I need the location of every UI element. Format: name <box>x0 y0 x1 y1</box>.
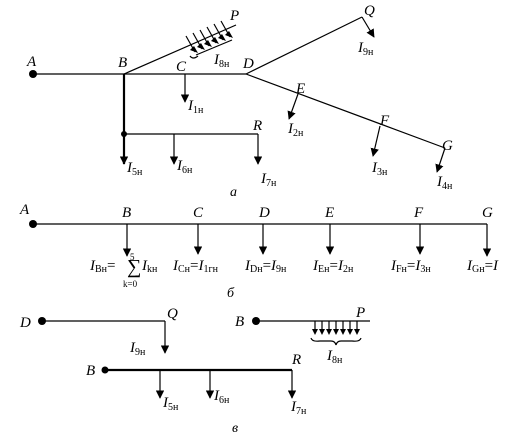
formula-e: IЕн=I2н <box>312 258 354 275</box>
formula-g: IGн=I <box>466 258 499 275</box>
arrow-i4-a <box>435 147 446 173</box>
diagram-c: D Q I9н B P I8н B R <box>19 305 370 436</box>
caption-c: в <box>232 421 238 436</box>
label-f: F <box>379 113 390 129</box>
caption-a: а <box>230 185 237 200</box>
formula-d: IDн=I9н <box>244 258 287 275</box>
label-i9-c: I9н <box>129 340 146 358</box>
formula-b-bottom: k=0 <box>123 279 138 289</box>
label-q: Q <box>364 3 375 19</box>
label-b-e: E <box>324 205 334 221</box>
node-c-b1 <box>252 317 260 325</box>
label-e: E <box>295 81 305 97</box>
label-b-d: D <box>258 205 270 221</box>
label-c-r: R <box>291 352 301 368</box>
arrow-i3-a <box>370 125 381 157</box>
formula-b-rhs: Ikн <box>141 258 158 275</box>
line-b-p <box>123 24 237 75</box>
label-p: P <box>229 8 239 24</box>
label-i4-a: I4н <box>436 174 453 192</box>
formula-b-top: 5 <box>130 252 135 262</box>
label-b-a: A <box>19 202 30 218</box>
label-i8-a: I8н <box>213 52 230 70</box>
label-b-c: C <box>193 205 204 221</box>
label-i9-a: I9н <box>357 40 374 58</box>
label-d: D <box>242 56 254 72</box>
label-i6-a: I6н <box>176 158 193 176</box>
label-a: A <box>26 54 37 70</box>
label-c: C <box>176 59 187 75</box>
label-i2-a: I2н <box>287 121 304 139</box>
label-i5-a: I5н <box>126 160 143 178</box>
label-r: R <box>252 118 262 134</box>
node-c-b2 <box>101 366 109 374</box>
formula-b-lhs: IВн= <box>89 258 116 275</box>
label-c-p: P <box>355 305 365 321</box>
node-a-point <box>29 70 37 78</box>
formula-c: IСн=I1гн <box>172 258 219 275</box>
line-d-g <box>245 73 446 149</box>
distributed-load-c <box>310 321 362 346</box>
label-c-q: Q <box>167 306 178 322</box>
label-b: B <box>118 55 127 71</box>
node-b-a-point <box>29 220 37 228</box>
diagram-a: A B C D P I8н Q I9н <box>26 3 453 200</box>
label-b-f: F <box>413 205 424 221</box>
label-i1-a: I1н <box>187 98 204 116</box>
distributed-load-a <box>185 20 233 59</box>
caption-b: б <box>227 286 235 301</box>
label-i8-c: I8н <box>326 348 343 366</box>
line-d-q <box>245 16 363 75</box>
label-c-d: D <box>19 315 31 331</box>
label-i7-a: I7н <box>260 171 277 189</box>
diagram-b: A B C D E F G IВн= ∑ 5 k=0 Ikн IСн=I1гн … <box>19 202 499 301</box>
label-b-b: B <box>122 205 131 221</box>
label-g: G <box>442 138 453 154</box>
arrow-i2-a <box>287 93 299 120</box>
label-i7-c: I7н <box>290 399 307 417</box>
arrow-i9-a <box>361 16 375 38</box>
label-b-g: G <box>482 205 493 221</box>
formula-f: IFн=I3н <box>390 258 431 275</box>
formula-b-sum: ∑ <box>127 256 141 278</box>
label-i5-c: I5н <box>162 395 179 413</box>
label-c-b2: B <box>86 363 95 379</box>
label-i3-a: I3н <box>371 160 388 178</box>
node-c-d <box>38 317 46 325</box>
label-c-b1: B <box>235 314 244 330</box>
label-i6-c: I6н <box>213 388 230 406</box>
